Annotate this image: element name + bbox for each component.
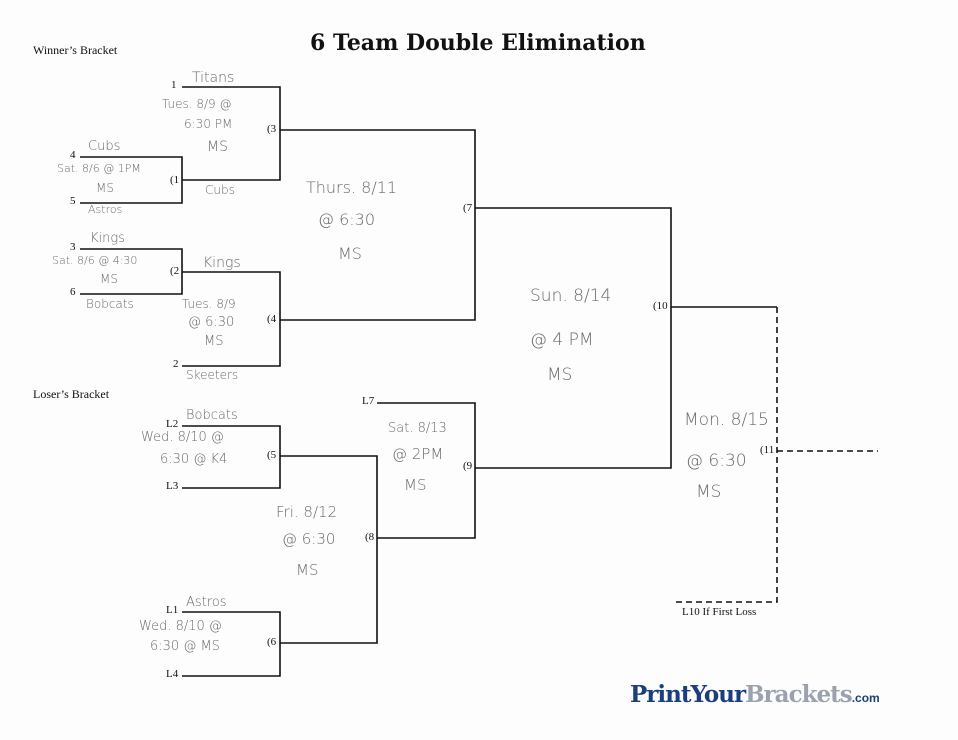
seed-6: 6 (70, 286, 76, 298)
schedule-game-4-line-1: Tues. 8/9 (182, 297, 236, 311)
game-7-number: (7 (463, 202, 473, 214)
seed-l7: L7 (362, 395, 375, 407)
game-9-number: (9 (463, 460, 473, 472)
team-bobcats-seed: Bobcats (86, 297, 134, 311)
schedule-game-7-line-3: MS (338, 244, 362, 263)
game-4-number: (4 (267, 313, 277, 325)
team-kings-seed: Kings (90, 231, 125, 246)
game-5-lines (182, 425, 281, 489)
seed-1: 1 (171, 79, 177, 91)
if-loss-dashed-line (673, 307, 778, 603)
logo-part-1: PrintYour (630, 681, 746, 708)
schedule-game-6-line-1: Wed. 8/10 @ (139, 619, 222, 634)
schedule-game-6-line-2: 6:30 @ MS (150, 639, 220, 654)
schedule-game-10-line-1: Sun. 8/14 (530, 286, 612, 306)
if-first-loss-note: L10 If First Loss (682, 606, 757, 618)
schedule-game-1-line-1: Sat. 8/6 @ 1PM (57, 162, 141, 175)
winners-bracket-label: Winner’s Bracket (33, 43, 118, 57)
team-skeeters: Skeeters (186, 368, 239, 382)
schedule-game-5-line-1: Wed. 8/10 @ (141, 430, 224, 445)
page-title: 6 Team Double Elimination (310, 30, 646, 56)
schedule-game-8-line-1: Fri. 8/12 (276, 503, 338, 521)
game-11-number: (11 (760, 444, 775, 456)
team-cubs-winner: Cubs (205, 183, 235, 197)
schedule-game-4-line-2: @ 6:30 (188, 315, 235, 330)
schedule-game-3-line-1: Tues. 8/9 @ (162, 97, 232, 111)
schedule-game-9-line-1: Sat. 8/13 (388, 421, 447, 436)
game-9-lines (377, 402, 476, 539)
seed-l3: L3 (166, 480, 179, 492)
team-astros-seed: Astros (88, 203, 123, 216)
schedule-game-11-line-1: Mon. 8/15 (684, 410, 769, 430)
seed-l4: L4 (166, 668, 179, 680)
game-3-lines (182, 86, 281, 181)
seed-3: 3 (70, 241, 76, 253)
game-1-number: (1 (170, 174, 180, 186)
seed-2: 2 (173, 358, 179, 370)
schedule-game-3-line-2: 6:30 PM (184, 117, 233, 131)
team-astros-losers: Astros (186, 595, 227, 610)
schedule-game-8-line-2: @ 6:30 (282, 530, 336, 548)
game-8-lines (280, 455, 378, 644)
schedule-game-2-line-1: Sat. 8/6 @ 4:30 (52, 254, 138, 267)
schedule-game-7-line-1: Thurs. 8/11 (306, 178, 398, 197)
seed-5: 5 (70, 195, 76, 207)
game-2-number: (2 (170, 265, 180, 277)
logo-part-3: .com (851, 691, 880, 705)
logo-part-2: Brackets (745, 681, 853, 708)
team-kings-winner: Kings (203, 255, 241, 271)
game-5-number: (5 (267, 449, 277, 461)
schedule-game-8-line-3: MS (296, 561, 319, 579)
schedule-game-10-line-2: @ 4 PM (530, 330, 594, 350)
printyourbrackets-logo[interactable]: PrintYourBrackets.com (630, 683, 880, 706)
game-7-lines (280, 129, 476, 321)
game-8-number: (8 (365, 531, 375, 543)
schedule-game-4-line-3: MS (204, 334, 224, 349)
seed-l1: L1 (166, 604, 179, 616)
schedule-game-1-line-2: MS (96, 181, 114, 195)
seed-l2: L2 (166, 418, 179, 430)
team-cubs-seed: Cubs (88, 139, 121, 154)
game-10-number: (10 (653, 300, 668, 312)
game-4-lines (182, 271, 281, 367)
team-bobcats-losers: Bobcats (186, 408, 238, 423)
schedule-game-3-line-3: MS (207, 139, 228, 155)
seed-4: 4 (70, 149, 76, 161)
schedule-game-9-line-2: @ 2PM (392, 445, 444, 463)
schedule-game-10-line-3: MS (547, 365, 573, 385)
schedule-game-11-line-2: @ 6:30 (686, 451, 747, 471)
losers-bracket-label: Loser’s Bracket (33, 387, 110, 401)
team-titans: Titans (192, 70, 235, 86)
game-10-lines (475, 207, 672, 469)
schedule-game-7-line-2: @ 6:30 (318, 210, 376, 229)
game-3-number: (3 (267, 123, 277, 135)
schedule-game-5-line-2: 6:30 @ K4 (160, 452, 228, 467)
schedule-game-2-line-2: MS (100, 272, 118, 286)
schedule-game-11-line-3: MS (696, 482, 722, 502)
game-6-lines (182, 611, 281, 677)
schedule-game-9-line-3: MS (404, 476, 427, 494)
game-6-number: (6 (267, 636, 277, 648)
